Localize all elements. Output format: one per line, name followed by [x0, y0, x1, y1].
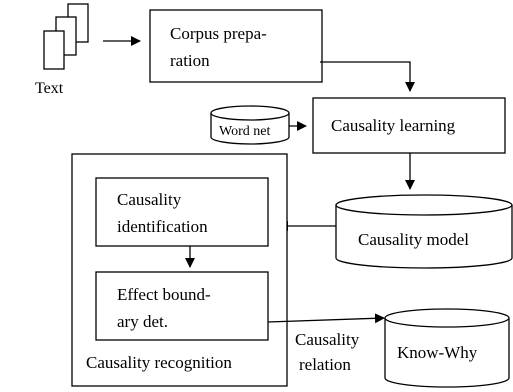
causality-identification-box [95, 177, 269, 247]
causality-relation-line1: Causality [295, 330, 360, 349]
arrow-corpus-to-learning [320, 61, 415, 92]
causality-learning-box [312, 97, 506, 154]
corpus-preparation-box [149, 9, 323, 83]
causality-recognition-label: Causality recognition [86, 353, 232, 372]
causality-identification-line2: identification [117, 217, 208, 236]
input-text-label: Text [35, 80, 64, 97]
causality-model-database [335, 194, 513, 269]
documents-icon [43, 3, 89, 70]
know-why-label: Know-Why [397, 343, 478, 362]
effect-boundary-line2: ary det. [117, 312, 168, 331]
effect-boundary-box [95, 271, 269, 341]
causality-model-label: Causality model [358, 230, 469, 249]
effect-boundary-line1: Effect bound- [117, 285, 211, 304]
corpus-preparation-line2: ration [170, 51, 210, 70]
wordnet-label: Word net [219, 124, 270, 139]
corpus-preparation-line1: Corpus prepa- [170, 24, 267, 43]
know-why-database [384, 308, 510, 388]
causality-relation-line2: relation [299, 355, 351, 374]
causality-learning-label: Causality learning [331, 116, 456, 135]
arrow-boundary-to-knowwhy [267, 313, 385, 324]
causality-identification-line1: Causality [117, 190, 182, 209]
wordnet-database [210, 105, 290, 145]
